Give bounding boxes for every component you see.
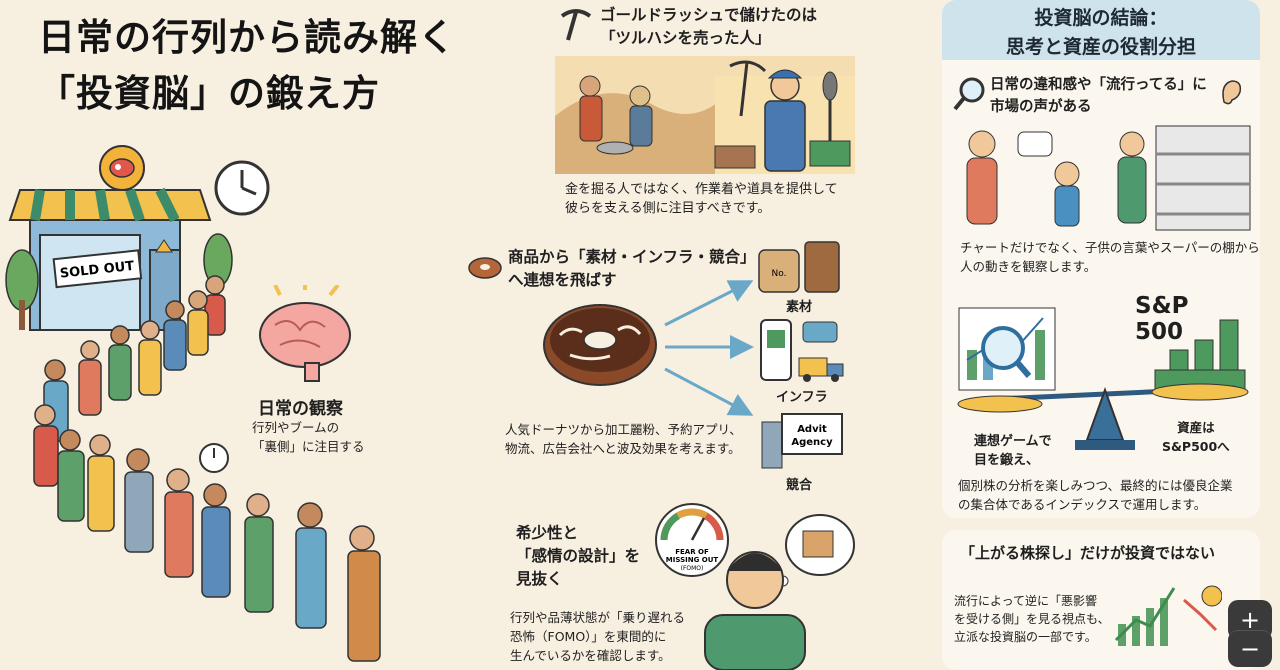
pickaxe-icon	[560, 9, 592, 41]
balance-scale-illustration	[957, 307, 1249, 450]
agency-sign-line-2: Agency	[791, 437, 833, 448]
market-body: チャートだけでなく、子供の言葉やスーパーの棚から 人の動きを観察します。	[960, 240, 1260, 274]
fomo-gauge-icon: FEAR OF MISSING OUT (FOMO)	[655, 503, 729, 577]
queue-illustration: SOLD OUT	[5, 145, 381, 662]
infra-icon	[760, 319, 844, 382]
not-only-body: 流行によって逆に「悪影響 を受ける側」を見る視点も、 立派な投資脳の一部です。	[954, 594, 1110, 644]
magnifier-icon	[953, 77, 985, 111]
agency-sign-line-1: Advit	[797, 424, 827, 435]
not-only-heading: 「上がる株探し」だけが投資ではない	[960, 544, 1216, 562]
scale-body: 個別株の分析を楽しみつつ、最終的には優良企業 の集合体であるインデックスで運用し…	[958, 478, 1233, 512]
shopping-family-illustration	[966, 125, 1251, 231]
scale-right-label: 資産は S&P500へ	[1162, 420, 1230, 454]
gauge-line-3: (FOMO)	[681, 565, 704, 572]
title-line-1: 日常の行列から読み解く	[38, 16, 456, 59]
flour-bag-icon: No.	[758, 241, 840, 293]
donut-icon	[543, 304, 657, 386]
page-title: 日常の行列から読み解く 「投資脳」の鍛え方	[38, 10, 456, 122]
label-infra: インフラ	[776, 390, 828, 405]
association-body: 人気ドーナツから加工麗粉、予約アプリ、 物流、広告会社へと波及効果を考えます。	[505, 422, 742, 456]
agency-building-icon: Advit Agency	[761, 413, 843, 469]
association-heading: 商品から「素材・インフラ・競合」 へ連想を飛ばす	[508, 248, 756, 289]
label-material: 素材	[786, 300, 813, 315]
title-line-2: 「投資脳」の鍛え方	[38, 72, 380, 115]
observation-body: 行列やブームの 「裏側」に注目する	[252, 420, 365, 454]
up-down-chart-icon	[1114, 585, 1222, 646]
zoom-out-button[interactable]: −	[1228, 630, 1272, 667]
small-donut-icon	[468, 257, 502, 279]
ear-icon	[1222, 80, 1242, 105]
scarcity-body: 行列や品薄状態が「乗り遅れる 恐怖（FOMO）」を東間的に 生んでいるかを確認し…	[510, 610, 686, 663]
meat-sign-icon	[99, 145, 145, 191]
anxious-person-illustration	[704, 514, 855, 670]
association-arrows	[664, 280, 754, 416]
gold-rush-illustration	[555, 56, 855, 174]
gold-rush-heading: ゴールドラッシュで儲けたのは 「ツルハシを売った人」	[600, 6, 818, 47]
gauge-line-2: MISSING OUT	[666, 556, 719, 564]
clock-icon	[214, 160, 270, 216]
conclusion-header: 投資脳の結論： 思考と資産の役割分担	[942, 0, 1260, 60]
scale-left-label: 連想ゲームで 目を鍛え、	[974, 434, 1052, 468]
gold-rush-body: 金を掘る人ではなく、作業着や道具を提供して 彼らを支える側に注目すべきです。	[565, 182, 838, 216]
scarcity-heading: 希少性と 「感情の設計」を 見抜く	[516, 524, 641, 588]
label-competitor: 競合	[786, 478, 813, 493]
gauge-line-1: FEAR OF	[675, 548, 709, 556]
brain-icon	[259, 285, 351, 382]
observation-heading: 日常の観察	[258, 399, 343, 419]
flour-bag-label: No.	[772, 269, 787, 279]
queue-people	[33, 275, 381, 662]
sp500-label: S&P 500	[1135, 293, 1189, 345]
market-heading: 日常の違和感や「流行ってる」に 市場の声がある	[990, 77, 1207, 115]
